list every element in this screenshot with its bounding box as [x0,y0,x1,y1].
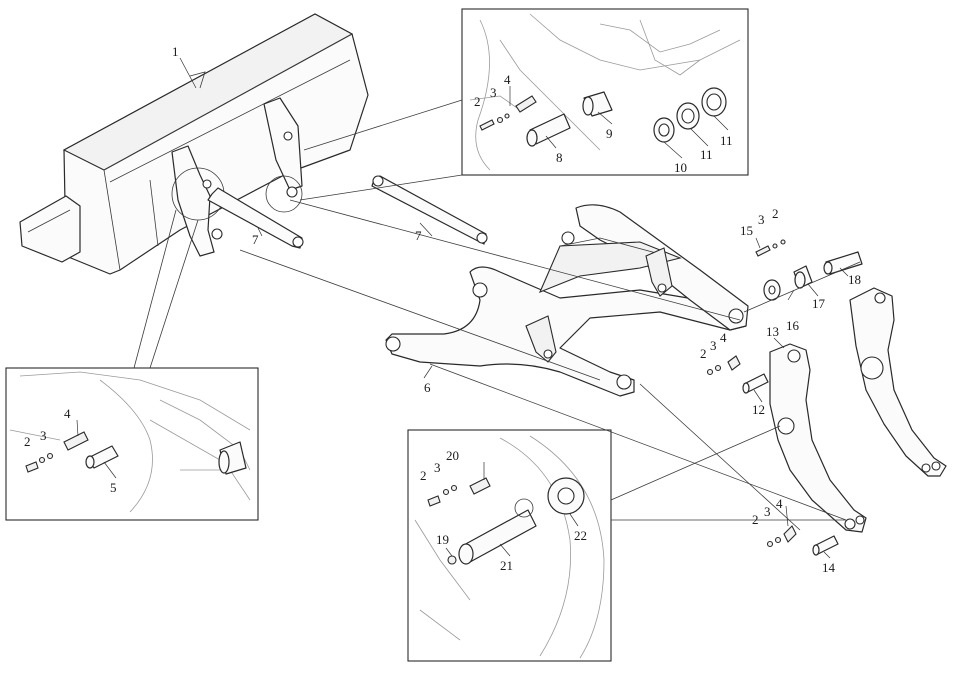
label-part-22: 22 [574,528,587,543]
label-part-4-m: 4 [720,330,727,345]
inset-bottom-center [407,429,612,662]
label-part-16: 16 [786,318,800,333]
leader-lines [76,57,849,559]
label-part-3-tr: 3 [490,85,497,100]
label-part-4-l: 4 [64,406,71,421]
callout-lines [133,99,861,531]
label-part-7-lower: 7 [252,232,259,247]
label-part-5: 5 [110,480,117,495]
label-part-3-l: 3 [40,428,47,443]
label-part-7-upper: 7 [415,228,422,243]
inset-bottom-parts [427,477,585,565]
label-part-15: 15 [740,223,753,238]
pin-group-15-18 [755,239,863,301]
label-part-13: 13 [766,324,779,339]
label-part-8: 8 [556,150,563,165]
label-part-11-b: 11 [720,133,733,148]
label-part-2-lr: 2 [752,512,759,527]
label-part-17: 17 [812,296,826,311]
label-part-18: 18 [848,272,861,287]
link-rod-lower [207,187,304,249]
label-part-3-b: 3 [434,460,441,475]
label-part-3-r: 3 [758,212,765,227]
link-rod-upper [371,175,488,245]
label-part-4-lr: 4 [776,496,783,511]
bellcrank [769,343,867,533]
label-part-12: 12 [752,402,765,417]
bucket [19,13,369,275]
label-part-19: 19 [436,532,449,547]
label-part-2-r: 2 [772,206,779,221]
label-part-2-m: 2 [700,346,707,361]
pin-group-12 [706,355,769,394]
label-part-1: 1 [172,44,179,59]
label-part-3-m: 3 [710,338,717,353]
bellcrank-right [849,287,947,477]
inset-left-parts [25,431,247,475]
inset-left [5,367,259,521]
label-part-10: 10 [674,160,687,175]
label-part-20: 20 [446,448,459,463]
label-part-6: 6 [424,380,431,395]
boom [385,204,749,397]
part-labels: 1 7 7 6 2 3 4 8 9 10 11 11 2 3 4 5 2 3 2… [24,44,861,575]
label-part-11-a: 11 [700,147,713,162]
label-part-3-lr: 3 [764,504,771,519]
label-part-4-tr: 4 [504,72,511,87]
label-part-2-l: 2 [24,434,31,449]
label-part-2-tr: 2 [474,94,481,109]
label-part-21: 21 [500,558,513,573]
pin-group-14 [766,525,839,556]
label-part-14: 14 [822,560,836,575]
label-part-2-b: 2 [420,468,427,483]
inset-top-parts [479,87,727,147]
label-part-9: 9 [606,126,613,141]
